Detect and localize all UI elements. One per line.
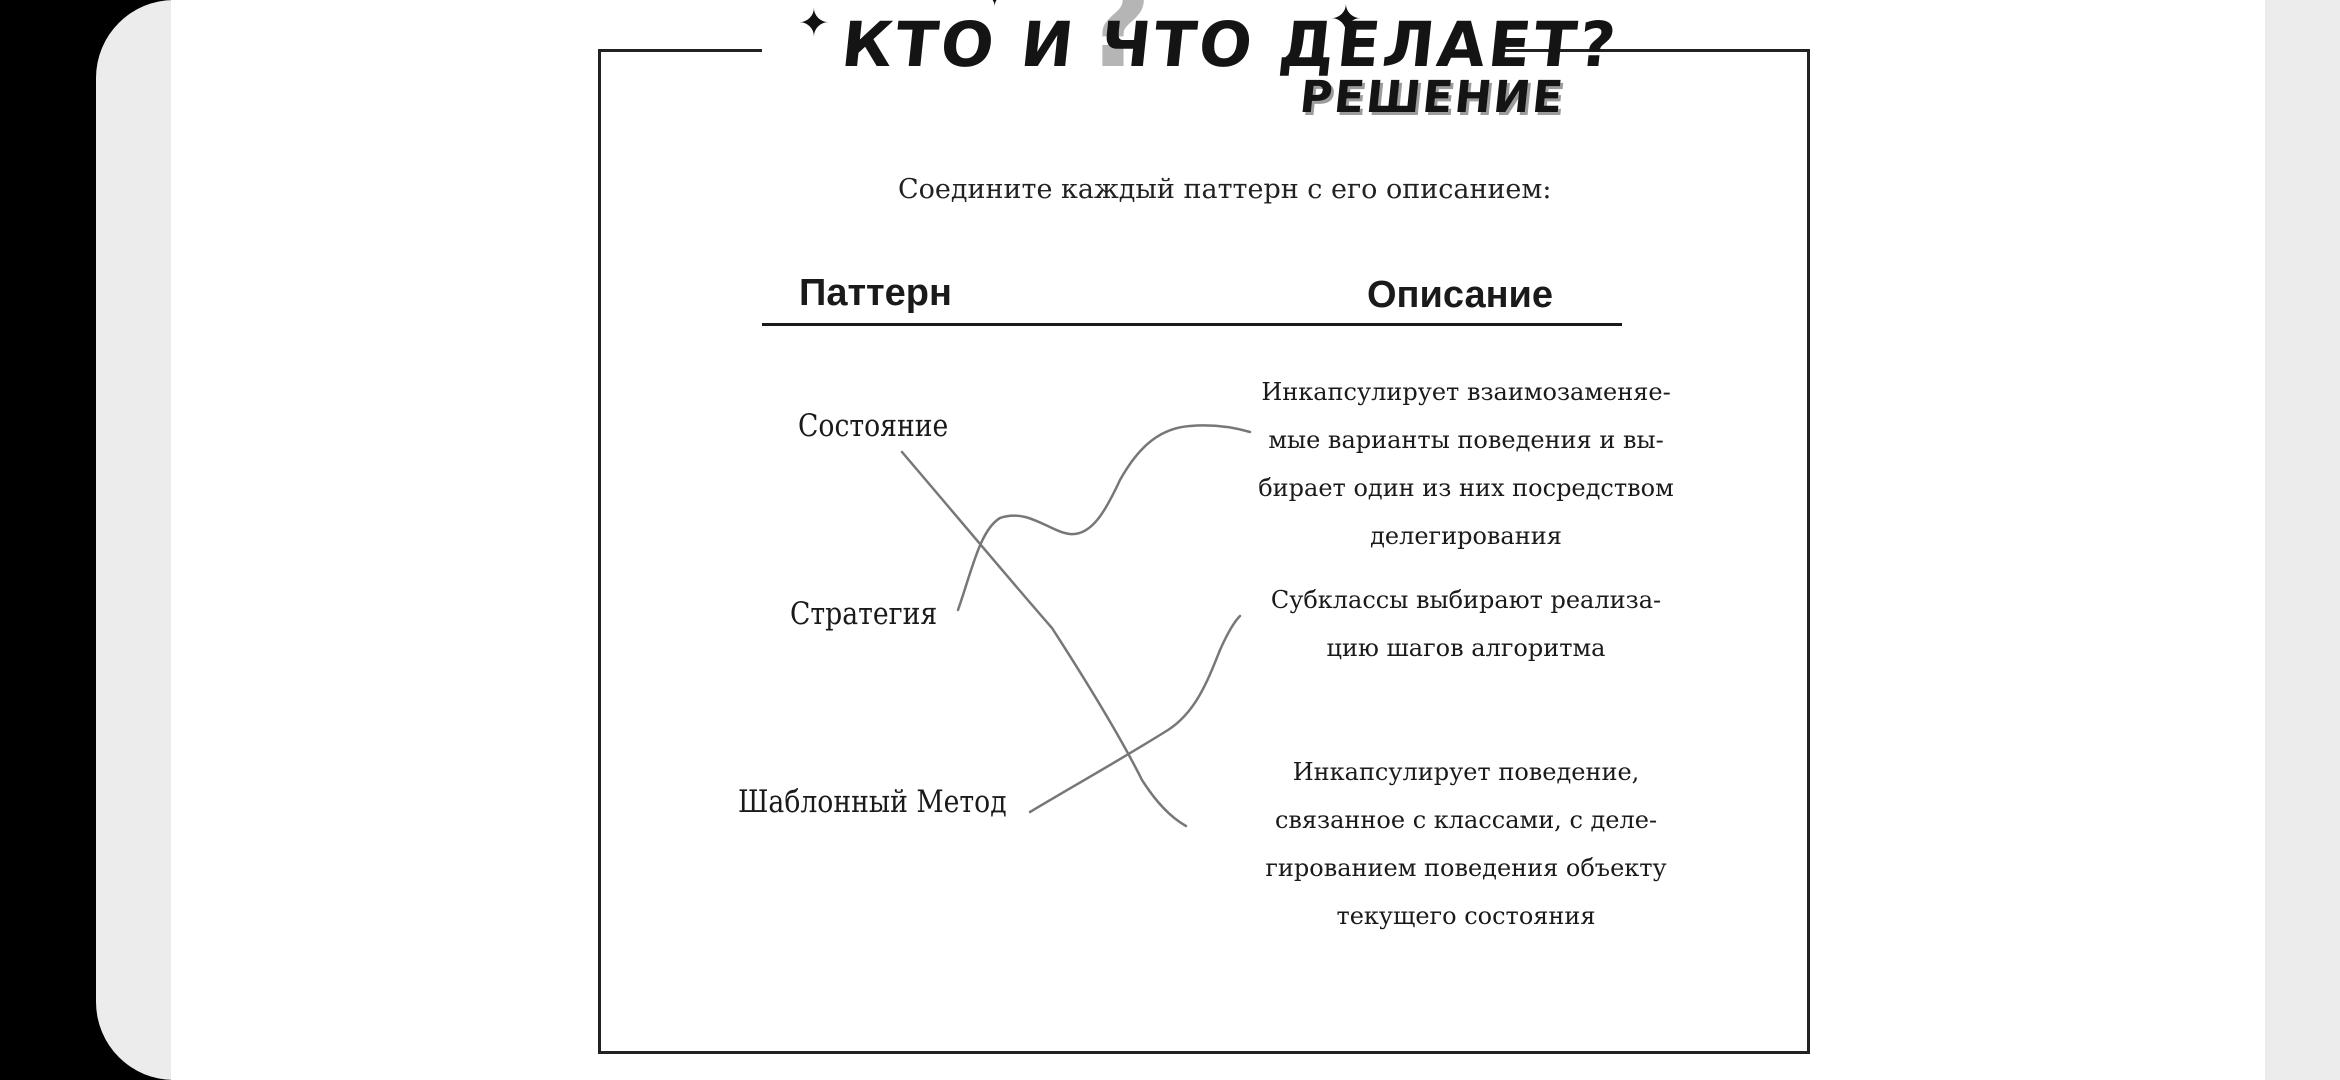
- connector-state-to-description-3: [900, 450, 1188, 828]
- connector-template-method-to-description-2: [1028, 614, 1242, 814]
- description-line: бирает один из них посредством: [1258, 474, 1674, 502]
- connector-strategy-to-description-1: [956, 424, 1252, 612]
- description-line: гированием поведения объекту: [1265, 854, 1667, 882]
- sparkle-star-icon: ✦: [798, 1, 830, 45]
- sparkle-star-icon: ✦: [1330, 0, 1362, 41]
- description-line: Субклассы выбирают реализа-: [1270, 586, 1662, 614]
- description-line: связанное с классами, с деле-: [1274, 806, 1658, 834]
- pattern-item-template-method: Шаблонный Метод: [738, 784, 1007, 820]
- description-line: делегирования: [1370, 522, 1562, 550]
- description-line: Инкапсулирует поведение,: [1292, 758, 1640, 786]
- description-line: мые варианты поведения и вы-: [1268, 426, 1664, 454]
- pattern-item-state: Состояние: [798, 408, 949, 444]
- description-line: текущего состояния: [1336, 902, 1596, 930]
- description-line: цию шагов алгоритма: [1326, 634, 1606, 662]
- pattern-item-strategy: Стратегия: [790, 596, 938, 632]
- description-item-strategy: Инкапсулирует взаимозаменяе- мые вариант…: [1246, 368, 1686, 560]
- pattern-column-header: Паттерн: [799, 272, 952, 314]
- exercise-instruction: Соедините каждый паттерн с его описанием…: [898, 174, 1552, 205]
- document-page: [171, 0, 2265, 1080]
- title-backdrop: [762, 0, 1502, 58]
- description-item-state: Инкапсулирует поведение, связанное с кла…: [1246, 748, 1686, 940]
- description-column-header: Описание: [1367, 274, 1554, 316]
- column-header-divider: [762, 323, 1622, 326]
- description-line: Инкапсулирует взаимозаменяе-: [1261, 378, 1671, 406]
- question-mark-icon: ?: [1082, 0, 1152, 95]
- sparkle-star-icon: ✦: [982, 0, 1007, 12]
- description-item-template-method: Субклассы выбирают реализа- цию шагов ал…: [1246, 576, 1686, 672]
